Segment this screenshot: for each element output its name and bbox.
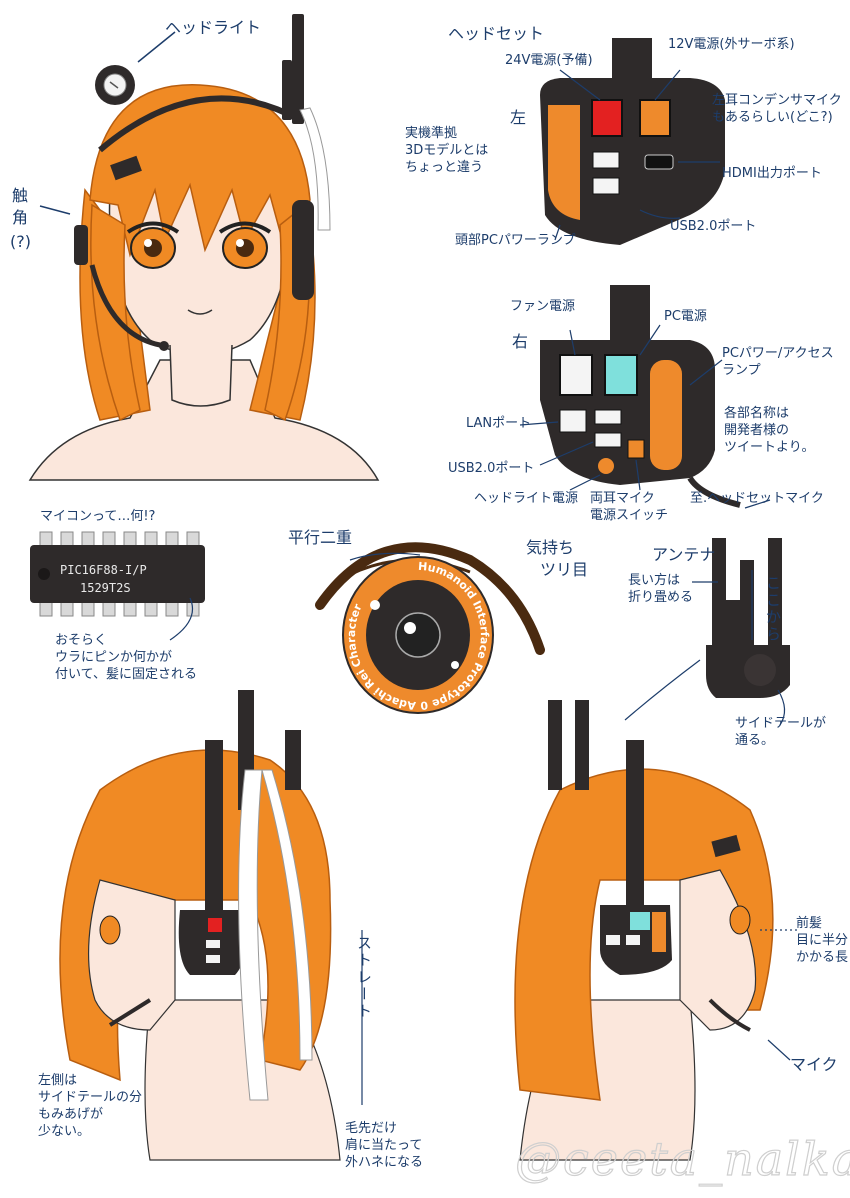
usb-port-c: [594, 409, 622, 425]
label-antenna-2: 角: [12, 208, 29, 227]
label-chip-note: おそらく ウラにピンか何かが 付いて、髪に固定される: [55, 633, 197, 682]
headset-right-diagram: [540, 285, 741, 508]
antenna-leaders: [624, 570, 786, 726]
usb-port-a: [592, 151, 620, 169]
pc-power-port: [604, 354, 638, 396]
usb-port-d: [594, 432, 622, 448]
antenna-short: [282, 60, 292, 120]
label-mic-switch: 両耳マイク 電源スイッチ: [590, 491, 669, 523]
headset-right-leaders: [519, 324, 771, 509]
label-pc-power: PC電源: [664, 309, 707, 324]
label-antenna-3: (?): [10, 232, 31, 251]
label-double-lid: 平行二重: [288, 528, 353, 547]
arrow-chip: [169, 597, 194, 641]
label-mic: マイク: [790, 1055, 838, 1074]
profile-left: [59, 690, 341, 1161]
arrow-antenna: [39, 205, 71, 215]
label-usb2-left: USB2.0ポート: [670, 219, 757, 234]
label-pc-power-lamp: 頭部PCパワーランプ: [455, 233, 576, 248]
antenna-part: [706, 538, 790, 698]
arrow-mic: [767, 1039, 791, 1061]
pic-chip: PIC16F88-I/P 1529T2S: [30, 531, 205, 617]
headlight-power-button: [598, 458, 614, 474]
label-sidetail: サイドテールが 通る。: [735, 716, 827, 748]
signature: @ceeta_nalka: [515, 1132, 850, 1186]
hair-chip-side: [711, 834, 741, 858]
earpiece-left: [74, 225, 88, 265]
label-antenna-title: アンテナ: [652, 545, 716, 564]
eye-closeup: Humanoid Interface Prototype 0 Adachi Re…: [315, 542, 545, 714]
arrow-headlight: [137, 31, 176, 63]
ribbon: [299, 107, 331, 231]
label-headset-title: ヘッドセット: [448, 24, 545, 43]
label-usb2-right: USB2.0ポート: [448, 461, 535, 476]
front-eye-right: [218, 221, 272, 269]
label-names-note: 各部名称は 開発者様の ツイートより。: [724, 406, 815, 455]
label-left-side-note: 左側は サイドテールの分 もみあげが 少ない。: [38, 1073, 143, 1139]
front-side-hair-left: [90, 203, 141, 422]
label-bangs: 前髪 目に半分 かかる長さ: [796, 916, 850, 965]
mic-switch: [627, 439, 645, 459]
earpiece-right: [292, 200, 314, 300]
front-bangs: [89, 84, 311, 258]
label-fan-power: ファン電源: [510, 299, 576, 314]
profile-right: [514, 700, 774, 1161]
label-real-note: 実機準拠 3Dモデルとは ちょっと違う: [405, 126, 489, 175]
label-headlight: ヘッドライト: [165, 18, 262, 37]
label-12v-power: 12V電源(外サーボ系): [668, 37, 795, 52]
port-12v: [639, 99, 671, 137]
front-mic-boom: [89, 264, 161, 348]
label-antenna-fold: 長い方は 折り畳める: [628, 573, 694, 605]
label-24v-power: 24V電源(予備): [505, 53, 593, 68]
headset-left-leaders: [554, 69, 720, 241]
front-shoulders: [28, 359, 380, 481]
chip-marking-2: 1529T2S: [80, 581, 131, 595]
label-feeling-2: ツリ目: [540, 560, 589, 579]
antenna-tall: [292, 14, 304, 124]
label-feeling-1: 気持ち: [526, 538, 575, 557]
headlight: [95, 65, 135, 105]
hair-chip-front: [110, 155, 142, 181]
label-chip-question: マイコンって…何!?: [40, 509, 156, 524]
lan-port: [559, 409, 587, 433]
label-left-side: 左: [510, 108, 527, 127]
label-straight: ストレート: [355, 935, 373, 1020]
label-to-mic: 至.ヘッドセットマイク: [690, 491, 824, 506]
label-hdmi: HDMI出力ポート: [722, 166, 822, 181]
label-lan: LANポート: [466, 416, 532, 431]
fan-power-port: [559, 354, 593, 396]
label-condenser-mic: 左耳コンデンサマイク もあるらしい(どこ?): [712, 93, 842, 125]
port-24v: [591, 99, 623, 137]
front-neck: [169, 344, 233, 407]
label-hair-tips: 毛先だけ 肩に当たって 外ハネになる: [345, 1121, 424, 1170]
label-right-side: 右: [512, 332, 529, 351]
label-antenna-1: 触: [12, 186, 29, 205]
arrow-double-lid: [349, 552, 421, 561]
front-headband: [98, 95, 302, 153]
front-mouth: [187, 309, 213, 315]
usb-port-b: [592, 177, 620, 195]
chip-marking-1: PIC16F88-I/P: [60, 563, 147, 577]
label-headlight-power: ヘッドライト電源: [474, 491, 579, 506]
front-portrait: [28, 14, 380, 481]
label-access-lamp: PCパワー/アクセス ランプ: [722, 346, 834, 378]
hdmi-port: [644, 154, 674, 170]
front-eye-left: [126, 221, 180, 269]
label-from-here: ここから: [764, 575, 782, 643]
headset-left-diagram: [540, 38, 725, 245]
